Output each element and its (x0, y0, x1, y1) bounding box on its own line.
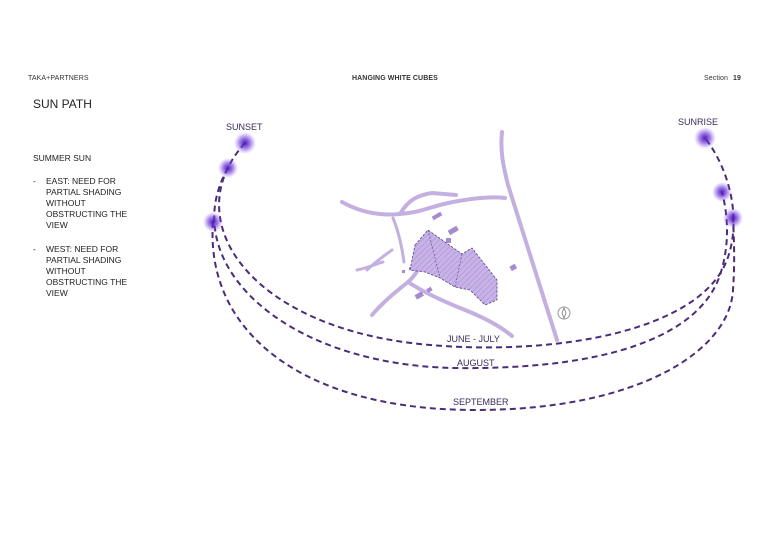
section-label: Section (704, 75, 729, 82)
building (509, 263, 518, 272)
note-text-west: WEST: NEED FOR PARTIAL SHADING WITHOUT O… (46, 244, 128, 298)
building (414, 291, 424, 300)
road-south (406, 280, 514, 338)
suns (203, 127, 743, 232)
page-number: 19 (733, 75, 741, 82)
main-road (499, 130, 559, 342)
note-bullet-east: - EAST: NEED FOR PARTIAL SHADING WITHOUT… (33, 176, 173, 231)
building (431, 211, 443, 221)
building (426, 286, 433, 293)
sun-icon (203, 212, 223, 232)
north-arrow-icon (557, 306, 571, 320)
path-label-september: SEPTEMBER (453, 397, 509, 407)
road-spur (391, 216, 406, 264)
road-branch (398, 191, 458, 216)
sun-icon (712, 182, 732, 202)
sunset-label: SUNSET (226, 122, 263, 132)
firm-name: TAKA+PARTNERS (28, 75, 89, 82)
sun-path-august (213, 167, 728, 370)
site-parcel (409, 229, 498, 306)
page-heading: SUN PATH (33, 97, 92, 111)
path-label-august: AUGUST (457, 358, 495, 368)
buildings (402, 211, 518, 300)
bullet-dash: - (33, 176, 36, 186)
sun-icon (234, 132, 256, 154)
notes-title: SUMMER SUN (33, 153, 92, 163)
building (446, 238, 451, 243)
sunrise-label: SUNRISE (678, 117, 718, 127)
notes-panel: SUMMER SUN - EAST: NEED FOR PARTIAL SHAD… (33, 153, 173, 312)
note-text-east: EAST: NEED FOR PARTIAL SHADING WITHOUT O… (46, 176, 128, 230)
sun-icon (694, 127, 716, 149)
note-bullet-west: - WEST: NEED FOR PARTIAL SHADING WITHOUT… (33, 244, 173, 299)
path-label-june-july: JUNE - JULY (447, 334, 500, 344)
building (447, 225, 459, 236)
site-map (340, 130, 559, 342)
bullet-dash: - (33, 244, 36, 254)
sun-icon (723, 208, 743, 228)
sun-icon (218, 158, 238, 178)
document-title: HANGING WHITE CUBES (352, 75, 438, 82)
building (402, 270, 405, 273)
road-north (340, 195, 507, 217)
road-loop (365, 248, 394, 272)
